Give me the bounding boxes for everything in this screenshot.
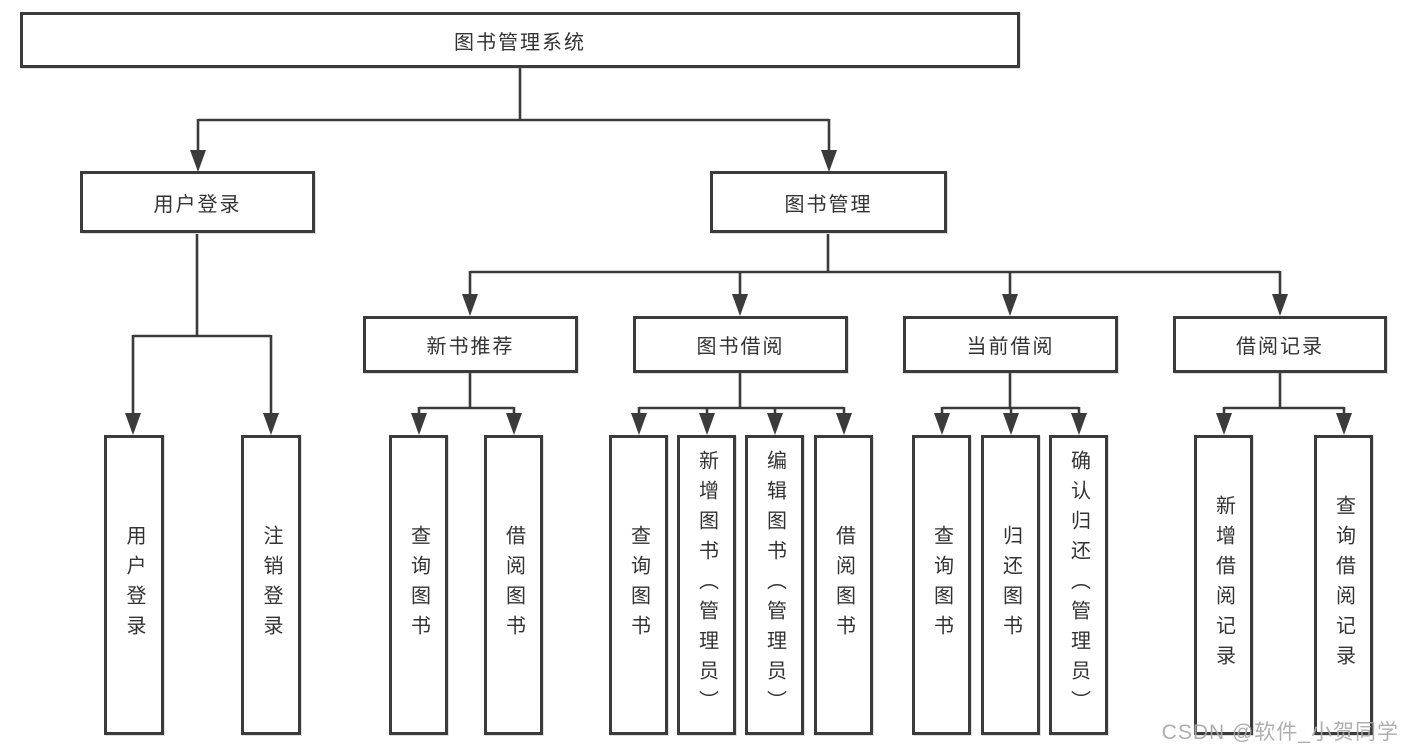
leaf-label: 新增借阅记录	[1212, 495, 1235, 675]
leaf-label: 查询图书	[930, 525, 953, 645]
csdn-watermark: CSDN @软件_小贺同学	[1161, 721, 1399, 744]
leaf-add-books-admin: 新增图书（管理员）	[677, 435, 736, 735]
leaf-label: 借阅图书	[832, 525, 855, 645]
leaf-label: 编辑图书（管理员）	[763, 450, 786, 720]
node-label: 图书借阅	[696, 336, 785, 358]
leaf-label: 确认归还（管理员）	[1067, 450, 1090, 720]
node-label: 借阅记录	[1236, 336, 1324, 358]
node-label: 新书推荐	[426, 336, 515, 358]
node-borrow-records: 借阅记录	[1173, 316, 1387, 373]
leaf-edit-books-admin: 编辑图书（管理员）	[745, 435, 804, 735]
node-label: 图书管理系统	[454, 31, 586, 54]
leaf-label: 查询借阅记录	[1332, 495, 1355, 675]
leaf-query-books-borrow: 查询图书	[609, 435, 668, 735]
leaf-label: 注销登录	[260, 525, 282, 645]
arrowhead-icons	[125, 150, 1352, 435]
leaf-label: 借阅图书	[502, 525, 525, 645]
leaf-query-books-recommend: 查询图书	[389, 435, 448, 735]
node-book-borrow: 图书借阅	[633, 316, 848, 373]
node-label: 用户登录	[153, 193, 242, 216]
leaf-borrow-books-recommend: 借阅图书	[484, 435, 543, 735]
node-label: 当前借阅	[966, 336, 1055, 358]
node-user-login: 用户登录	[80, 171, 315, 233]
leaf-query-borrow-record: 查询借阅记录	[1314, 435, 1373, 735]
node-library-management-system: 图书管理系统	[20, 12, 1020, 68]
leaf-confirm-return-admin: 确认归还（管理员）	[1049, 435, 1108, 735]
leaf-label: 查询图书	[407, 525, 430, 645]
leaf-query-books-current: 查询图书	[912, 435, 971, 735]
leaf-label: 查询图书	[627, 525, 650, 645]
leaf-label: 新增图书（管理员）	[695, 450, 718, 720]
leaf-label: 用户登录	[123, 525, 145, 645]
node-current-borrow: 当前借阅	[903, 316, 1118, 373]
leaf-label: 归还图书	[999, 525, 1022, 645]
leaf-add-borrow-record: 新增借阅记录	[1194, 435, 1253, 735]
node-label: 图书管理	[784, 193, 873, 216]
leaf-return-books: 归还图书	[981, 435, 1040, 735]
leaf-logout: 注销登录	[241, 435, 301, 735]
node-book-management: 图书管理	[710, 171, 947, 233]
leaf-user-login: 用户登录	[104, 435, 164, 735]
node-new-book-recommend: 新书推荐	[363, 316, 578, 373]
leaf-borrow-books: 借阅图书	[814, 435, 873, 735]
